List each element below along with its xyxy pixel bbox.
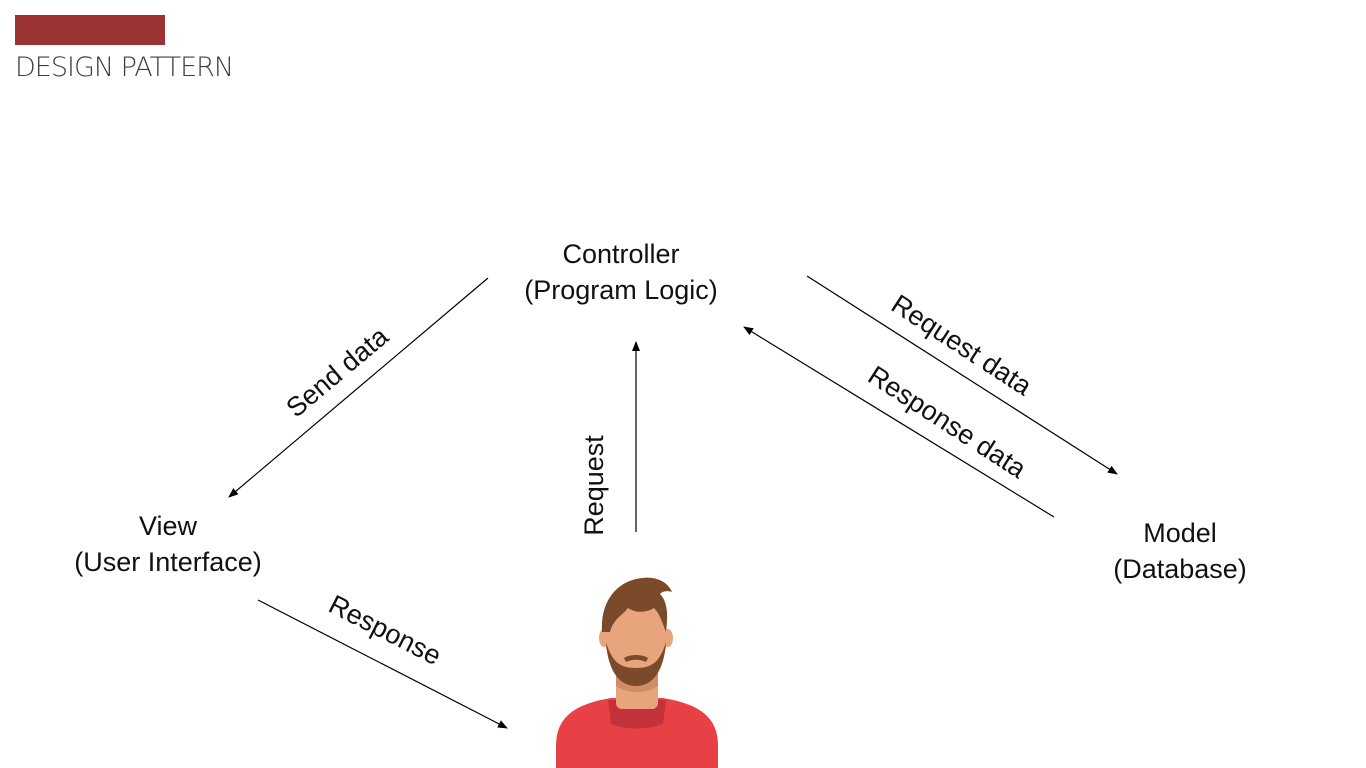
send-data-arrow: [228, 277, 489, 498]
request-label: Request: [578, 435, 609, 536]
request-data-arrow: [806, 275, 1118, 475]
model-node: Model (Database): [1113, 515, 1247, 587]
view-label: View: [138, 511, 198, 541]
model-detail: (Database): [1113, 554, 1247, 584]
controller-detail: (Program Logic): [524, 275, 718, 305]
view-detail: (User Interface): [74, 547, 262, 577]
response-data-arrow: [743, 326, 1055, 518]
title-accent-bar: [15, 15, 165, 45]
user-avatar-icon: [556, 577, 718, 768]
model-label: Model: [1143, 518, 1217, 548]
view-node: View (User Interface): [74, 508, 262, 580]
page-title: DESIGN PATTERN: [15, 52, 234, 83]
response-arrow: [257, 599, 508, 729]
controller-node: Controller (Program Logic): [524, 236, 718, 308]
controller-label: Controller: [562, 239, 680, 269]
